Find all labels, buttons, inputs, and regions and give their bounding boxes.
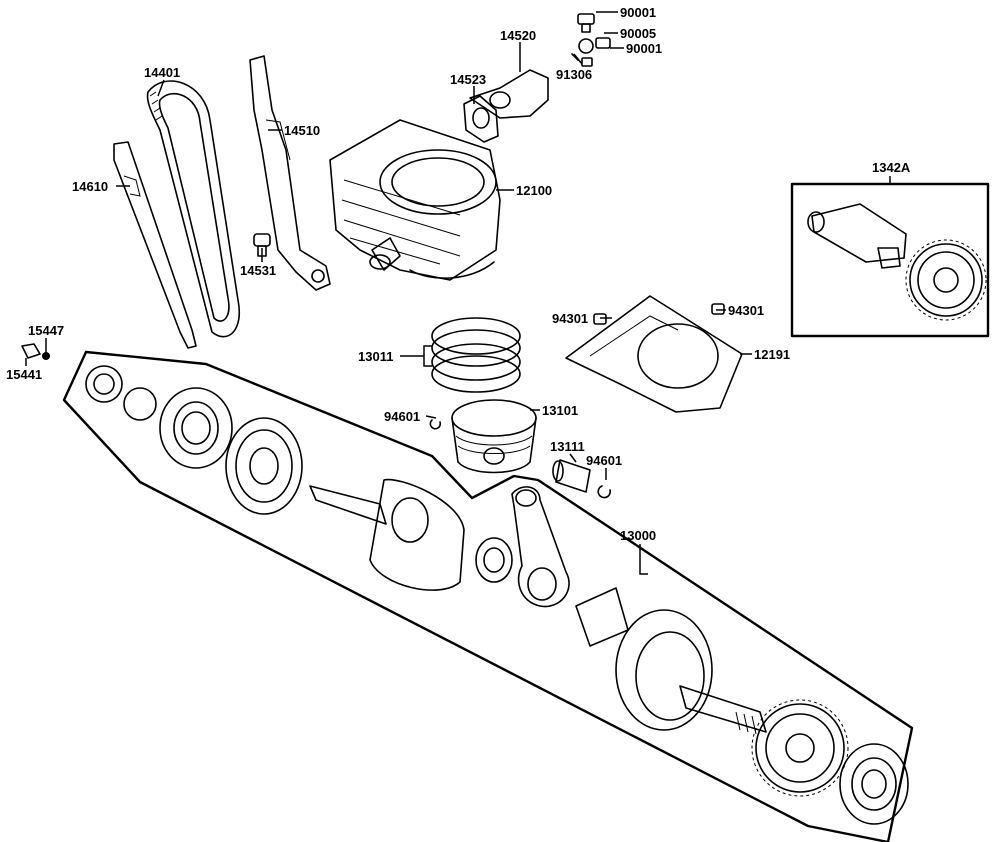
crankshaft-drawing [85, 365, 909, 825]
chain-guide-drawing [113, 141, 197, 349]
label-14610: 14610 [72, 179, 108, 194]
label-14510: 14510 [284, 123, 320, 138]
crankshaft-assembly-frame [62, 350, 914, 842]
label-90005: 90005 [620, 26, 656, 41]
label-14523: 14523 [450, 72, 486, 87]
label-15441: 15441 [6, 367, 42, 382]
label-90001-top: 90001 [620, 5, 656, 20]
label-14401: 14401 [144, 65, 180, 80]
piston-rings-drawing [431, 317, 521, 393]
leader-lines [25, 11, 891, 575]
label-94601-left: 94601 [384, 409, 420, 424]
label-13011: 13011 [358, 349, 393, 364]
label-91306: 91306 [556, 67, 592, 82]
dowel-pins-drawing [21, 343, 50, 360]
label-12191: 12191 [754, 347, 790, 362]
small-bolts-drawing [571, 13, 611, 67]
label-12100: 12100 [516, 183, 552, 198]
label-13101: 13101 [542, 403, 578, 418]
tensioner-arm-drawing [249, 55, 331, 291]
label-14531: 14531 [240, 263, 276, 278]
piston-drawing [451, 399, 537, 474]
label-1342A: 1342A [872, 160, 911, 175]
label-94301-left: 94301 [552, 311, 588, 326]
inset-1342a-box [790, 182, 990, 338]
label-13111: 13111 [550, 439, 585, 454]
label-13000: 13000 [620, 528, 656, 543]
pin-clips-drawing [429, 419, 611, 499]
label-14520: 14520 [500, 28, 536, 43]
label-94601-right: 94601 [586, 453, 622, 468]
label-90001-bottom: 90001 [626, 41, 662, 56]
head-gasket-drawing [565, 295, 743, 413]
label-15447: 15447 [28, 323, 64, 338]
tensioner-drawing [463, 69, 549, 143]
label-94301-right: 94301 [728, 303, 764, 318]
cam-chain-drawing [146, 80, 241, 338]
cylinder-drawing [329, 119, 501, 281]
